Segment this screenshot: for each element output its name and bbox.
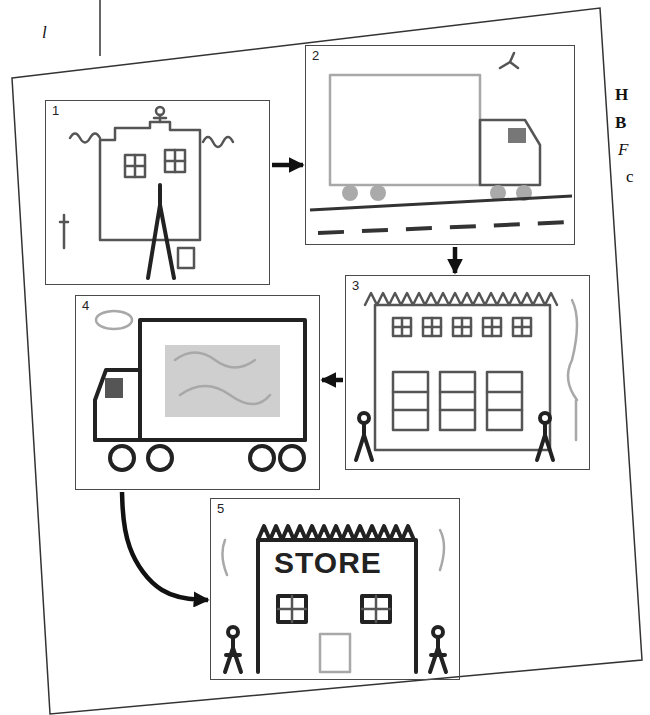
truck-drawing <box>96 311 132 329</box>
page-letter: l <box>42 24 47 43</box>
page-letter: F <box>618 141 628 160</box>
truck-drawing <box>110 446 134 470</box>
factory-drawing <box>483 318 501 336</box>
panel-frame: 4 <box>75 295 320 490</box>
house-drawing <box>178 248 194 268</box>
store-drawing <box>362 596 390 622</box>
factory-drawing <box>356 293 577 460</box>
panel-frame: 5STORE <box>210 498 460 680</box>
flow-arrow <box>453 247 458 273</box>
book-margin <box>100 0 101 56</box>
book-margin <box>99 0 101 56</box>
factory-drawing <box>393 392 428 410</box>
panel-number: 3 <box>352 279 359 293</box>
factory-drawing <box>365 293 557 305</box>
flow-arrow <box>322 378 343 383</box>
store-sign: STORE <box>274 546 382 579</box>
factory-drawing <box>540 413 550 423</box>
panel-number: 2 <box>312 49 319 63</box>
store-drawing <box>278 596 306 622</box>
truck-drawing <box>500 53 518 68</box>
factory-drawing <box>487 372 522 430</box>
factory-drawing <box>568 300 577 440</box>
store-drawing <box>320 634 350 672</box>
flow-arrow <box>272 163 303 168</box>
store-drawing <box>433 627 443 637</box>
truck-drawing <box>310 196 572 210</box>
factory-drawing <box>356 424 372 460</box>
truck-drawing <box>330 75 480 185</box>
store-drawing <box>362 596 390 622</box>
truck-drawing <box>175 353 270 405</box>
factory-drawing <box>483 318 501 336</box>
truck-drawing <box>148 446 172 470</box>
house-drawing <box>125 155 145 177</box>
factory-drawing <box>513 318 531 336</box>
store-drawing <box>430 638 446 672</box>
panel-frame: 3 <box>345 275 590 470</box>
truck-drawing <box>342 185 358 201</box>
house-drawing <box>154 115 166 122</box>
factory-drawing <box>453 318 471 336</box>
house-drawing <box>70 134 100 143</box>
factory-drawing <box>393 318 411 336</box>
truck-drawing <box>105 378 123 398</box>
factory-drawing <box>423 318 441 336</box>
truck-drawing <box>310 53 572 233</box>
truck-drawing <box>95 438 305 442</box>
factory-drawing <box>513 318 531 336</box>
truck-drawing <box>95 370 140 440</box>
factory-drawing <box>393 318 411 336</box>
house-drawing <box>165 150 185 172</box>
page-letter: c <box>626 168 634 187</box>
truck-drawing <box>280 446 304 470</box>
panel-number: 4 <box>82 299 89 313</box>
truck-drawing <box>250 446 274 470</box>
store-drawing <box>222 526 446 672</box>
factory-drawing <box>487 392 522 410</box>
panel-number: 5 <box>217 502 224 516</box>
factory-drawing <box>359 413 369 423</box>
factory-drawing <box>537 424 553 460</box>
factory-drawing <box>440 392 475 410</box>
page-letter: B <box>615 114 626 133</box>
house-drawing <box>125 155 145 177</box>
store-drawing <box>225 638 241 672</box>
factory-drawing <box>423 318 441 336</box>
tilted-page <box>12 8 642 714</box>
house-drawing <box>60 215 68 248</box>
page-letter: H <box>615 86 628 105</box>
panel-frame: 1 <box>45 100 270 285</box>
store-drawing <box>228 627 238 637</box>
house-drawing <box>60 107 233 278</box>
truck-drawing <box>140 320 305 440</box>
panel-frame: 2 <box>305 45 575 245</box>
truck-drawing <box>165 345 280 417</box>
factory-drawing <box>440 372 475 430</box>
house-drawing <box>100 122 200 240</box>
store-drawing <box>258 526 414 540</box>
truck-drawing <box>95 311 305 470</box>
factory-drawing <box>453 318 471 336</box>
truck-drawing <box>318 222 572 233</box>
store-drawing <box>278 596 306 622</box>
truck-drawing <box>370 185 386 201</box>
store-drawing <box>258 540 416 672</box>
tilted-page <box>12 8 642 714</box>
factory-drawing <box>393 372 428 430</box>
house-drawing <box>203 137 233 147</box>
panel-number: 1 <box>52 104 59 118</box>
house-drawing <box>165 150 185 172</box>
truck-drawing <box>480 120 540 185</box>
house-drawing <box>148 185 174 278</box>
factory-drawing <box>375 305 550 450</box>
flow-arrow <box>122 492 208 600</box>
truck-drawing <box>508 128 526 143</box>
